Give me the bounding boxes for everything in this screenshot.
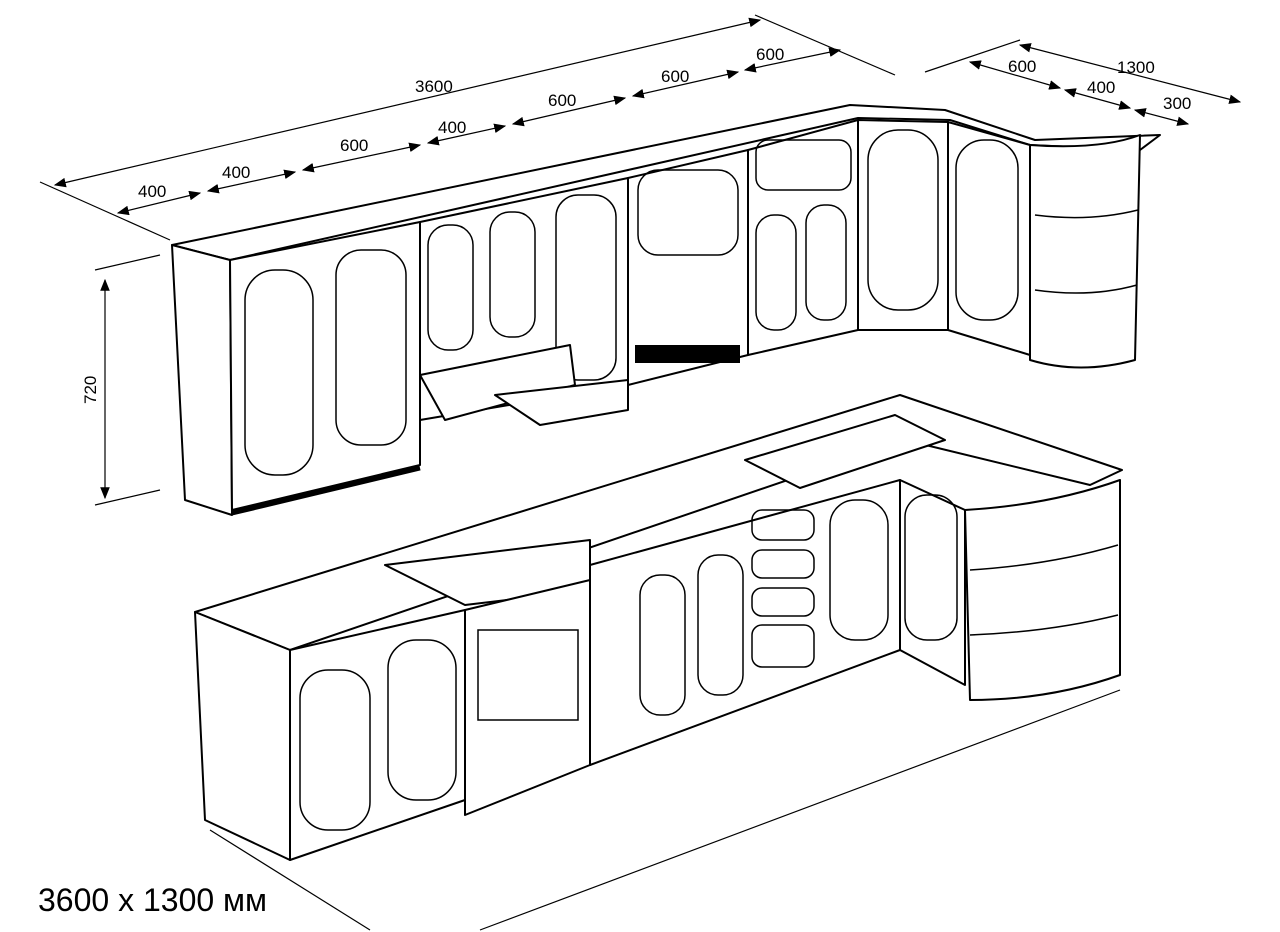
dimension-lines	[39, 14, 1242, 931]
dim-label-side-2: 400	[1087, 78, 1115, 97]
dim-label-upper-2: 400	[222, 163, 250, 182]
dim-label-upper-5: 600	[548, 91, 576, 110]
lower-cabinets	[194, 394, 1123, 861]
dim-label-upper-4: 400	[438, 118, 466, 137]
upper-cabinets	[171, 104, 1161, 516]
dim-label-height: 720	[81, 376, 100, 404]
kitchen-size-caption: 3600 x 1300 мм	[38, 882, 268, 918]
dim-label-total-depth: 1300	[1117, 58, 1155, 77]
dim-label-upper-7: 600	[756, 45, 784, 64]
dim-label-upper-1: 400	[138, 182, 166, 201]
dim-label-upper-6: 600	[661, 67, 689, 86]
dim-label-side-3: 300	[1163, 94, 1191, 113]
dim-label-total-length: 3600	[415, 77, 453, 96]
dim-label-side-1: 600	[1008, 57, 1036, 76]
dim-label-upper-3: 600	[340, 136, 368, 155]
